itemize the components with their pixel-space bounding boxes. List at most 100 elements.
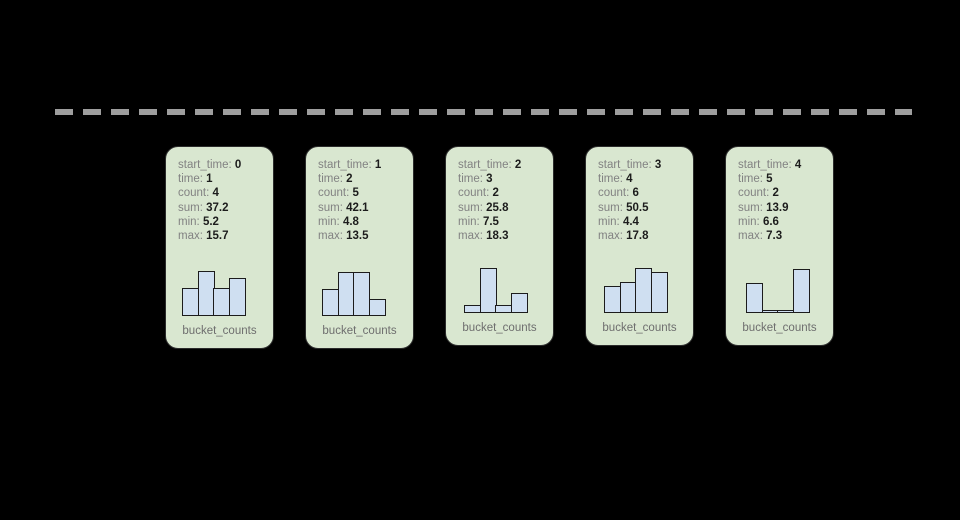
metric-field-max: max: 13.5 <box>318 229 401 243</box>
metric-field-max: max: 18.3 <box>458 229 541 243</box>
metric-field-min: min: 5.2 <box>178 215 261 229</box>
histogram-bars <box>604 265 669 313</box>
field-label: sum: <box>318 201 343 214</box>
metric-field-sum: sum: 42.1 <box>318 201 401 215</box>
field-label: max: <box>178 230 203 243</box>
field-value: 17.8 <box>626 230 649 243</box>
metric-field-min: min: 4.8 <box>318 215 401 229</box>
histogram-caption: bucket_counts <box>462 322 537 334</box>
field-label: max: <box>318 230 343 243</box>
histogram-caption: bucket_counts <box>602 322 677 334</box>
metric-field-time: time: 5 <box>738 172 821 186</box>
histogram-bar <box>479 268 497 313</box>
field-label: count: <box>598 187 630 200</box>
metric-field-time: time: 3 <box>458 172 541 186</box>
field-label: max: <box>598 230 623 243</box>
histogram-bar <box>511 293 529 313</box>
bucket-histogram <box>178 243 261 316</box>
bucket-histogram <box>458 243 541 313</box>
field-value: 4 <box>794 159 802 171</box>
field-value: 18.3 <box>486 230 509 243</box>
field-value: 1 <box>206 173 213 186</box>
field-value: 42.1 <box>346 201 369 214</box>
histogram-bar <box>793 269 811 313</box>
histogram-bar <box>353 272 371 316</box>
metric-field-count: count: 2 <box>738 186 821 200</box>
metric-field-sum: sum: 37.2 <box>178 201 261 215</box>
histogram-bars <box>746 265 811 313</box>
field-label: sum: <box>598 201 623 214</box>
field-value: 2 <box>772 187 779 200</box>
metric-field-min: min: 4.4 <box>598 215 681 229</box>
histogram-bar <box>619 282 637 313</box>
bucket-histogram <box>738 243 821 313</box>
field-value: 3 <box>654 159 662 171</box>
bucket-histogram <box>318 243 401 316</box>
field-label: min: <box>458 215 480 228</box>
field-value: 4.8 <box>342 215 359 228</box>
field-label: max: <box>458 230 483 243</box>
field-value: 3 <box>486 173 493 186</box>
metric-field-min: min: 6.6 <box>738 215 821 229</box>
field-label: min: <box>318 215 340 228</box>
metric-field-start-time: start_time: 1 <box>318 158 401 172</box>
metric-field-sum: sum: 25.8 <box>458 201 541 215</box>
histogram-bar <box>322 289 339 316</box>
field-label: max: <box>738 230 763 243</box>
dashed-divider <box>55 109 912 115</box>
field-label: sum: <box>738 201 763 214</box>
field-label: time: <box>738 173 763 186</box>
metric-field-count: count: 4 <box>178 186 261 200</box>
histogram-bar <box>464 305 481 313</box>
field-value: 13.9 <box>766 201 789 214</box>
field-label: time: <box>318 173 343 186</box>
field-label: count: <box>458 187 490 200</box>
field-label: start_time: <box>598 159 652 171</box>
histogram-bar <box>635 268 653 313</box>
field-value: 0 <box>234 159 242 171</box>
field-label: sum: <box>458 201 483 214</box>
field-label: start_time: <box>738 159 792 171</box>
metric-field-count: count: 6 <box>598 186 681 200</box>
field-value: 13.5 <box>346 230 369 243</box>
field-value: 5 <box>766 173 773 186</box>
field-label: start_time: <box>458 159 512 171</box>
histogram-bars <box>464 265 529 313</box>
field-value: 6.6 <box>762 215 779 228</box>
histogram-bars <box>322 268 387 316</box>
field-label: start_time: <box>318 159 372 171</box>
metric-field-time: time: 2 <box>318 172 401 186</box>
field-label: time: <box>598 173 623 186</box>
field-value: 2 <box>492 187 499 200</box>
field-value: 50.5 <box>626 201 649 214</box>
metric-field-start-time: start_time: 3 <box>598 158 681 172</box>
histogram-caption: bucket_counts <box>182 325 257 337</box>
metric-field-sum: sum: 13.9 <box>738 201 821 215</box>
field-label: min: <box>598 215 620 228</box>
field-value: 4 <box>626 173 633 186</box>
field-value: 25.8 <box>486 201 509 214</box>
field-label: count: <box>738 187 770 200</box>
histogram-bar <box>197 271 215 316</box>
histogram-bar <box>604 286 621 313</box>
field-value: 5.2 <box>202 215 219 228</box>
field-value: 4 <box>212 187 219 200</box>
metric-field-max: max: 17.8 <box>598 229 681 243</box>
field-label: time: <box>458 173 483 186</box>
histogram-bars <box>182 268 247 316</box>
metric-field-sum: sum: 50.5 <box>598 201 681 215</box>
field-label: min: <box>178 215 200 228</box>
metric-field-min: min: 7.5 <box>458 215 541 229</box>
metric-field-start-time: start_time: 4 <box>738 158 821 172</box>
histogram-bar <box>229 278 247 316</box>
